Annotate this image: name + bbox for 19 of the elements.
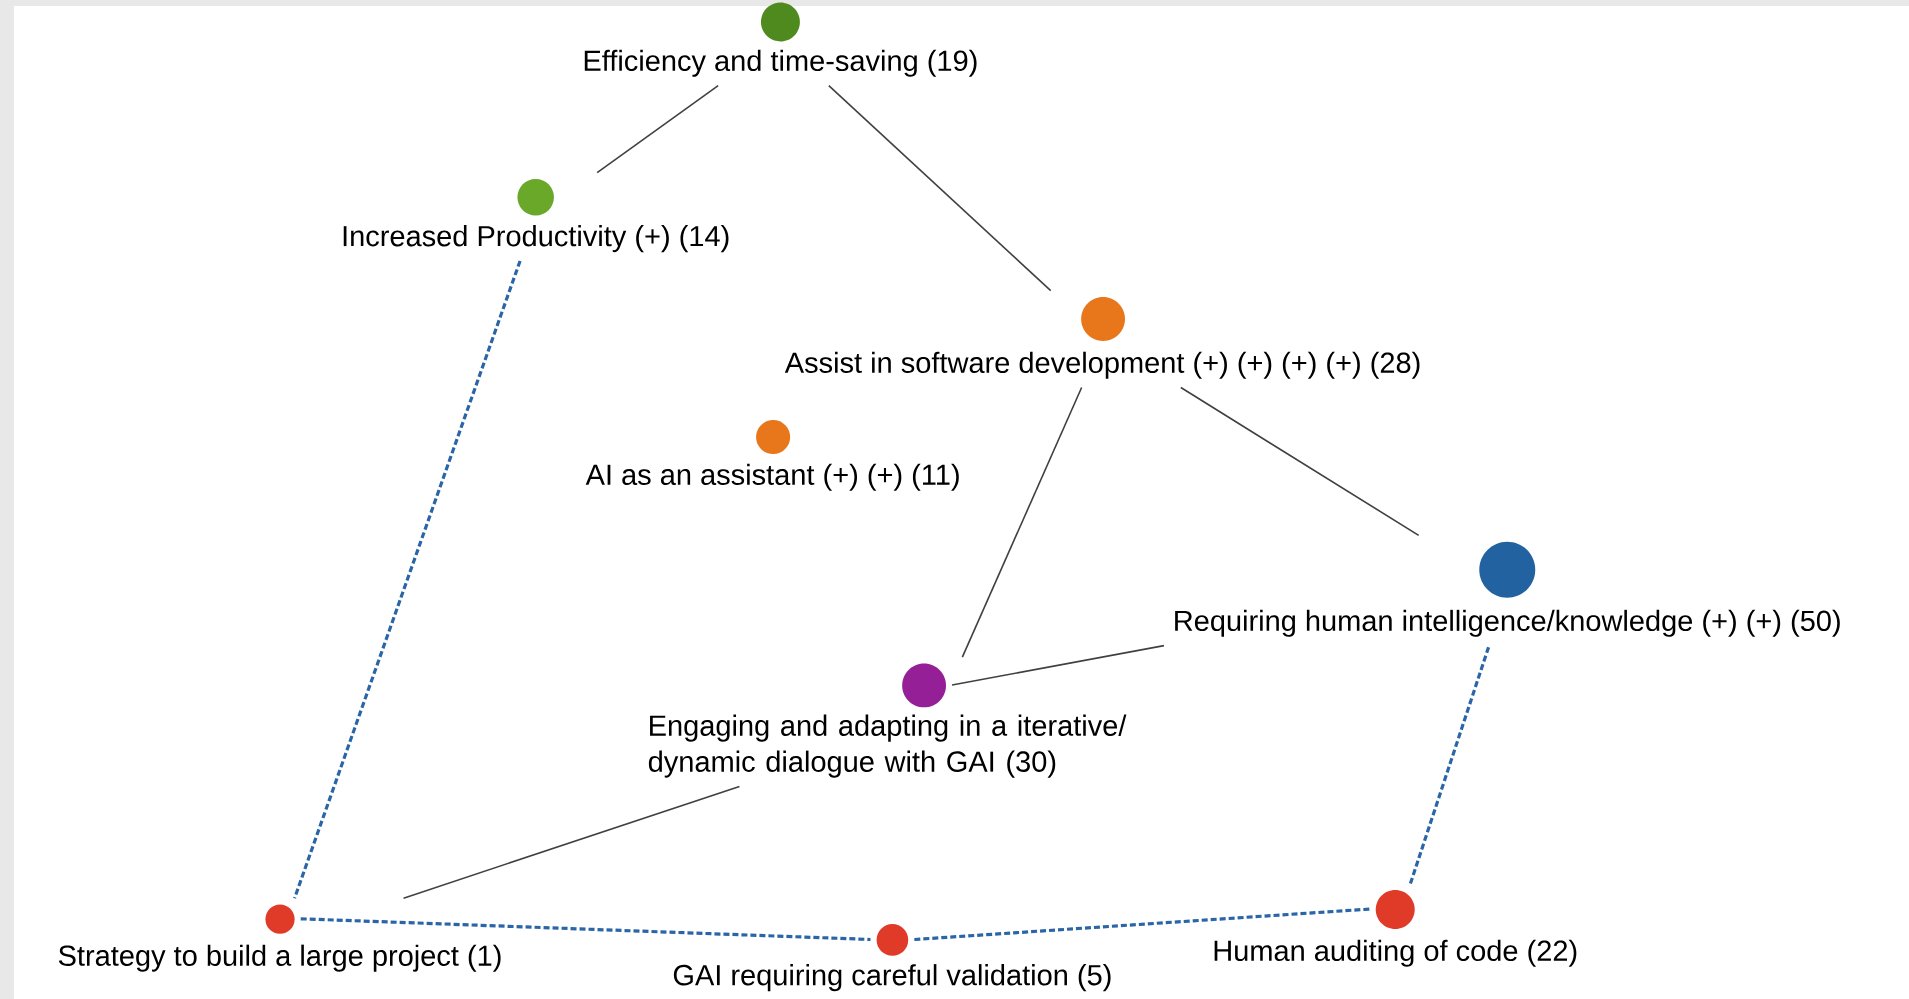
node-label: GAI requiring careful validation (5) (673, 964, 1111, 992)
node-label: Engaging and adapting in a iterative/ dynamic dialogue with GAI (30) (648, 714, 1127, 778)
node-label: Requiring human intelligence/knowledge (+) (+) (50) (1175, 609, 1840, 637)
node-label: Human auditing of code (22) (1214, 939, 1577, 967)
dashed-line (300, 917, 871, 942)
connector-line (596, 84, 719, 174)
dashed-line (1408, 645, 1491, 885)
connector-line (1180, 386, 1420, 537)
node-label: Strategy to build a large project (1) (58, 944, 501, 972)
node-label: Increased Productivity (+) (14) (343, 225, 729, 253)
connector-line (951, 644, 1165, 686)
connector-line (961, 386, 1083, 658)
dashed-line (293, 260, 522, 899)
dashed-line (914, 907, 1370, 942)
node-label: Efficiency and time-saving (19) (584, 49, 977, 77)
connector-line (828, 84, 1052, 292)
connector-line (402, 785, 741, 899)
node-label: Assist in software development (+) (+) (+) (+) (28) (784, 351, 1420, 379)
node-label: AI as an assistant (+) (+) (11) (585, 463, 959, 491)
